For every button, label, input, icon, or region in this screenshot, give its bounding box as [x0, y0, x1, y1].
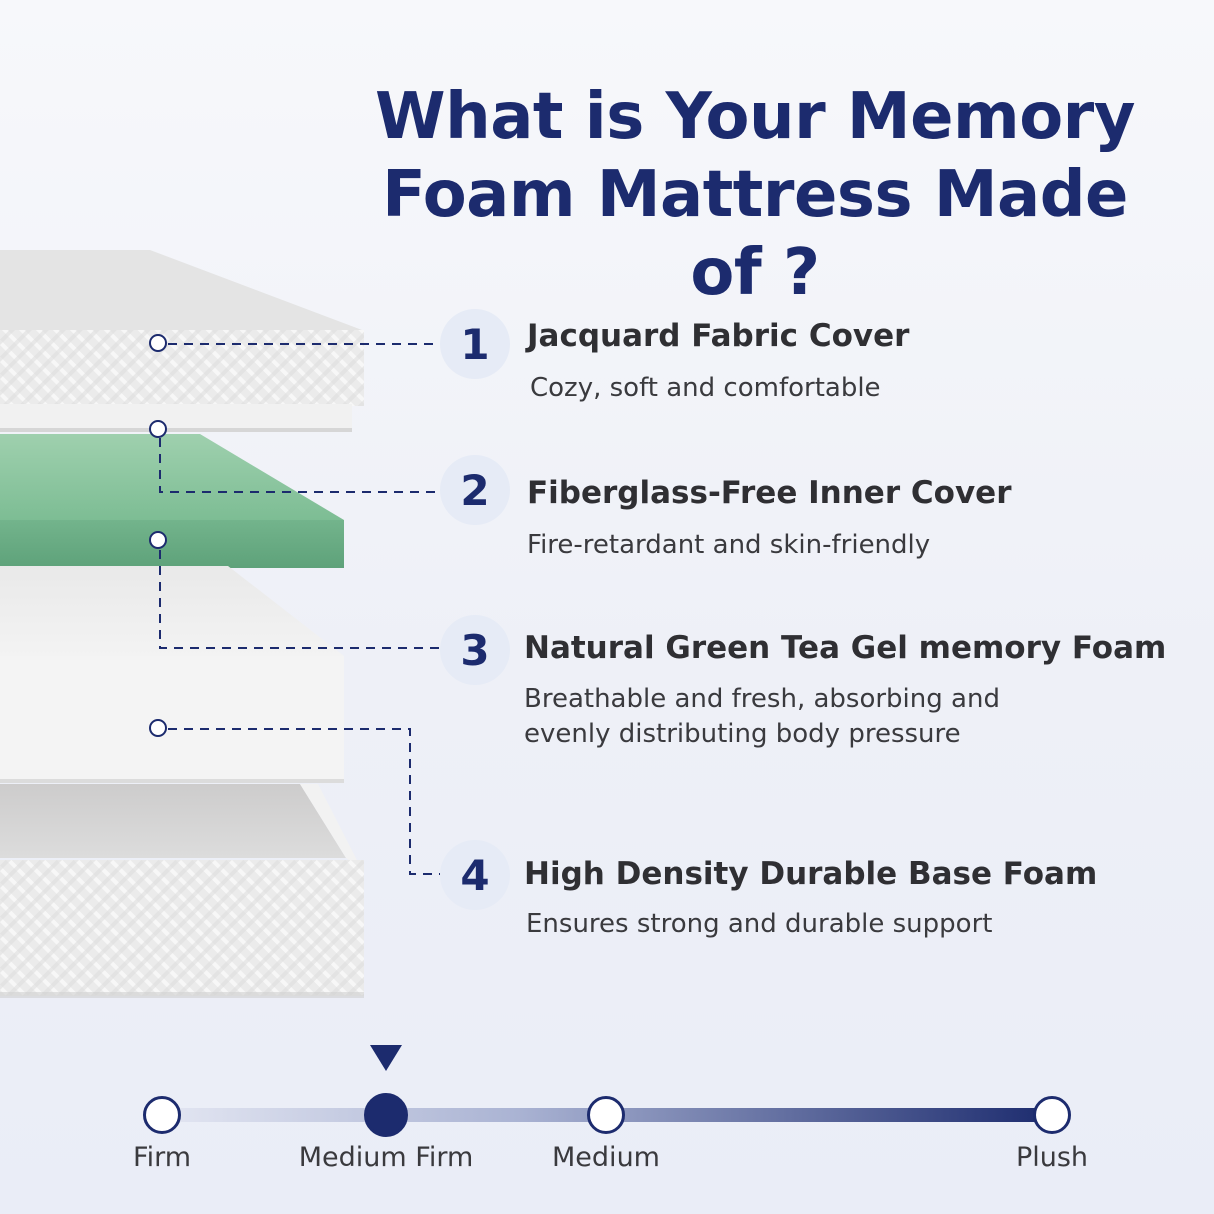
firmness-dot-medium-firm — [364, 1093, 408, 1137]
layer-marker-1 — [149, 334, 167, 352]
connector-line-3 — [159, 550, 440, 649]
firmness-label-medium-firm: Medium Firm — [298, 1142, 474, 1173]
page-title: What is Your Memory Foam Mattress Made o… — [340, 78, 1170, 312]
layer-title-4: High Density Durable Base Foam — [524, 856, 1098, 892]
title-line-2: Foam Mattress Made of ? — [382, 158, 1128, 310]
firmness-label-firm: Firm — [133, 1142, 191, 1173]
green-foam-top — [0, 434, 344, 520]
white-foam-side — [0, 656, 344, 782]
firmness-dot-firm — [143, 1096, 181, 1134]
layer-number-2: 2 — [440, 455, 510, 525]
white-foam-top — [0, 566, 344, 656]
connector-line-4 — [168, 728, 440, 875]
layer-number-4: 4 — [440, 840, 510, 910]
green-foam-side — [0, 520, 344, 568]
firmness-dot-medium — [587, 1096, 625, 1134]
layer-number-3: 3 — [440, 615, 510, 685]
base-side — [0, 860, 364, 996]
layer-title-1: Jacquard Fabric Cover — [527, 318, 910, 354]
firmness-label-plush: Plush — [1015, 1142, 1089, 1173]
layer-title-3: Natural Green Tea Gel memory Foam — [524, 630, 1167, 666]
layer-desc-2: Fire-retardant and skin-friendly — [527, 530, 931, 560]
layer-marker-2 — [149, 420, 167, 438]
firmness-dot-plush — [1033, 1096, 1071, 1134]
connector-line-2 — [159, 438, 440, 493]
layer-desc-3b: evenly distributing body pressure — [524, 719, 961, 749]
layer-desc-1: Cozy, soft and comfortable — [530, 373, 881, 403]
layer-marker-4 — [149, 719, 167, 737]
cover-top-surface — [0, 250, 362, 330]
selected-pointer-icon — [370, 1045, 402, 1071]
title-line-1: What is Your Memory — [375, 80, 1135, 154]
layer-desc-4: Ensures strong and durable support — [526, 909, 993, 939]
base-inner-top — [0, 784, 346, 858]
layer-number-1: 1 — [440, 309, 510, 379]
layer-desc-3a: Breathable and fresh, absorbing and — [524, 684, 1000, 714]
layer-marker-3 — [149, 531, 167, 549]
layer-title-2: Fiberglass-Free Inner Cover — [527, 475, 1012, 511]
cover-side — [0, 330, 364, 406]
firmness-label-medium: Medium — [552, 1142, 660, 1173]
